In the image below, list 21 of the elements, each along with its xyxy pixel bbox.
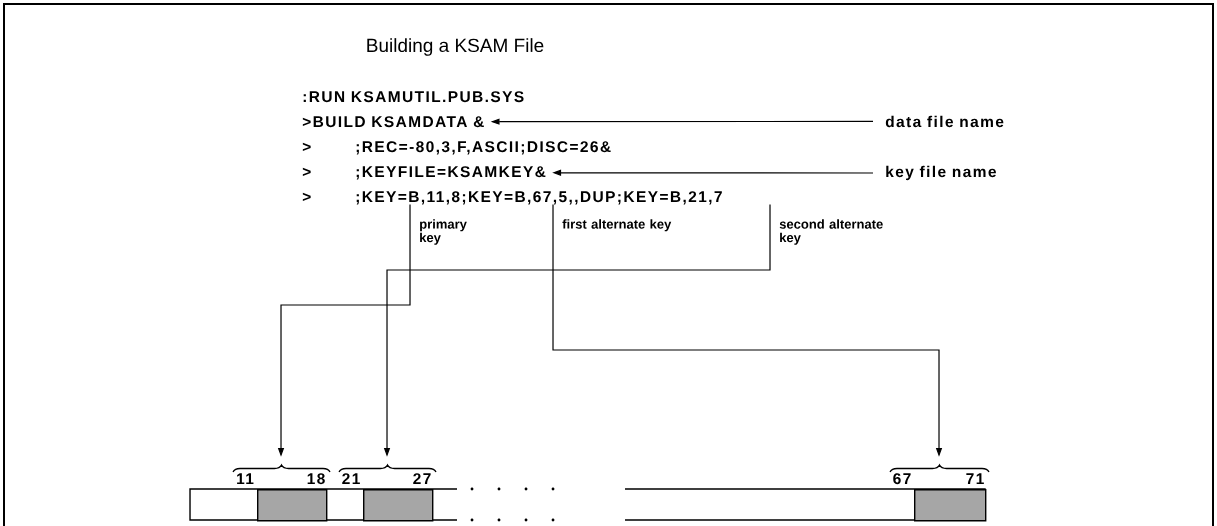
code-line: ;REC=-80,3,F,ASCII;DISC=26& — [356, 141, 611, 155]
code-line: >BUILD KSAMDATA & — [302, 116, 484, 128]
position-number: 67 — [893, 473, 911, 485]
code-line: > ;KEYFILE=KSAMKEY& — [302, 166, 546, 180]
position-number: 11 — [237, 473, 254, 484]
code-line: > ;KEY=B,11,8;KEY=B,67,5,,DUP;KEY=B,21,7 — [302, 191, 722, 205]
edge-label: second alternate key — [779, 219, 883, 245]
position-number: 27 — [413, 473, 431, 484]
title: Building a KSAM File — [367, 38, 544, 56]
key-field — [363, 489, 434, 522]
code-line: > — [302, 142, 311, 152]
position-number: 18 — [307, 473, 325, 485]
callout-text: key file name — [886, 165, 996, 181]
position-number: 21 — [342, 473, 360, 484]
callout-text: data file name — [885, 115, 1004, 128]
position-number: 71 — [966, 473, 984, 484]
edge-label: primary key — [420, 219, 467, 245]
code-line: :RUN KSAMUTIL.PUB.SYS — [303, 91, 524, 103]
key-field — [257, 489, 328, 522]
key-field — [914, 489, 987, 522]
edge-label: first alternate key — [562, 219, 672, 232]
